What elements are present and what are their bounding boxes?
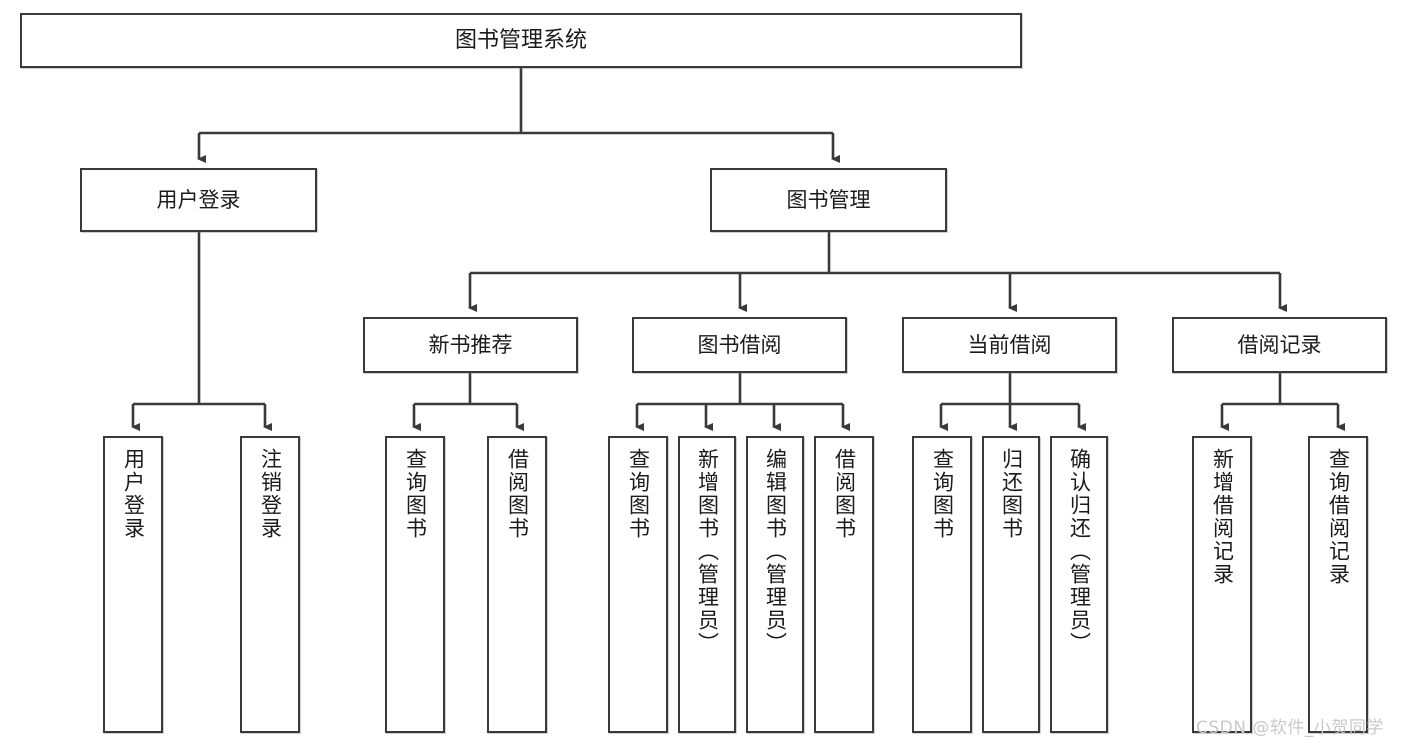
node-label: 查询借阅记录 <box>1326 448 1351 586</box>
leaf-recommend-borrow-book[interactable]: 借阅图书 <box>487 436 547 733</box>
node-label: 查询图书 <box>626 448 651 540</box>
leaf-record-query-record[interactable]: 查询借阅记录 <box>1308 436 1368 733</box>
node-label: 查询图书 <box>403 448 428 540</box>
node-book-management[interactable]: 图书管理 <box>710 168 947 232</box>
leaf-record-add-record[interactable]: 新增借阅记录 <box>1192 436 1252 733</box>
leaf-borrow-edit-book-admin[interactable]: 编辑图书（管理员） <box>746 436 804 733</box>
leaf-borrow-borrow-book[interactable]: 借阅图书 <box>814 436 874 733</box>
leaf-borrow-add-book-admin[interactable]: 新增图书（管理员） <box>678 436 736 733</box>
node-book-borrow[interactable]: 图书借阅 <box>632 317 847 373</box>
leaf-current-return-book[interactable]: 归还图书 <box>982 436 1040 733</box>
node-root-book-management-system[interactable]: 图书管理系统 <box>20 13 1022 68</box>
leaf-user-login-login[interactable]: 用户登录 <box>103 436 163 733</box>
node-user-login[interactable]: 用户登录 <box>80 168 317 232</box>
node-label: 查询图书 <box>930 448 955 540</box>
node-label: 图书借阅 <box>697 332 782 357</box>
node-label: 归还图书 <box>999 448 1024 540</box>
node-label: 图书管理 <box>786 187 871 212</box>
node-new-book-recommend[interactable]: 新书推荐 <box>363 317 578 373</box>
node-label: 图书管理系统 <box>454 27 587 53</box>
leaf-current-confirm-return-admin[interactable]: 确认归还（管理员） <box>1050 436 1108 733</box>
node-label: 借阅图书 <box>832 448 857 540</box>
leaf-borrow-query-book[interactable]: 查询图书 <box>608 436 668 733</box>
leaf-recommend-query-book[interactable]: 查询图书 <box>385 436 445 733</box>
watermark-csdn: CSDN @软件_小贺同学 <box>1196 718 1384 738</box>
node-label: 用户登录 <box>156 187 241 212</box>
node-label: 新增借阅记录 <box>1210 448 1235 586</box>
node-label: 新增图书（管理员） <box>695 448 720 655</box>
node-label: 当前借阅 <box>967 332 1052 357</box>
leaf-current-query-book[interactable]: 查询图书 <box>912 436 972 733</box>
leaf-user-login-logout[interactable]: 注销登录 <box>240 436 300 733</box>
node-label: 新书推荐 <box>428 332 513 357</box>
node-label: 编辑图书（管理员） <box>763 448 788 655</box>
node-borrow-record[interactable]: 借阅记录 <box>1172 317 1387 373</box>
node-label: 注销登录 <box>258 448 283 540</box>
node-label: 确认归还（管理员） <box>1067 448 1092 655</box>
node-current-borrow[interactable]: 当前借阅 <box>902 317 1117 373</box>
node-label: 用户登录 <box>121 448 146 540</box>
node-label: 借阅图书 <box>505 448 530 540</box>
node-label: 借阅记录 <box>1237 332 1322 357</box>
